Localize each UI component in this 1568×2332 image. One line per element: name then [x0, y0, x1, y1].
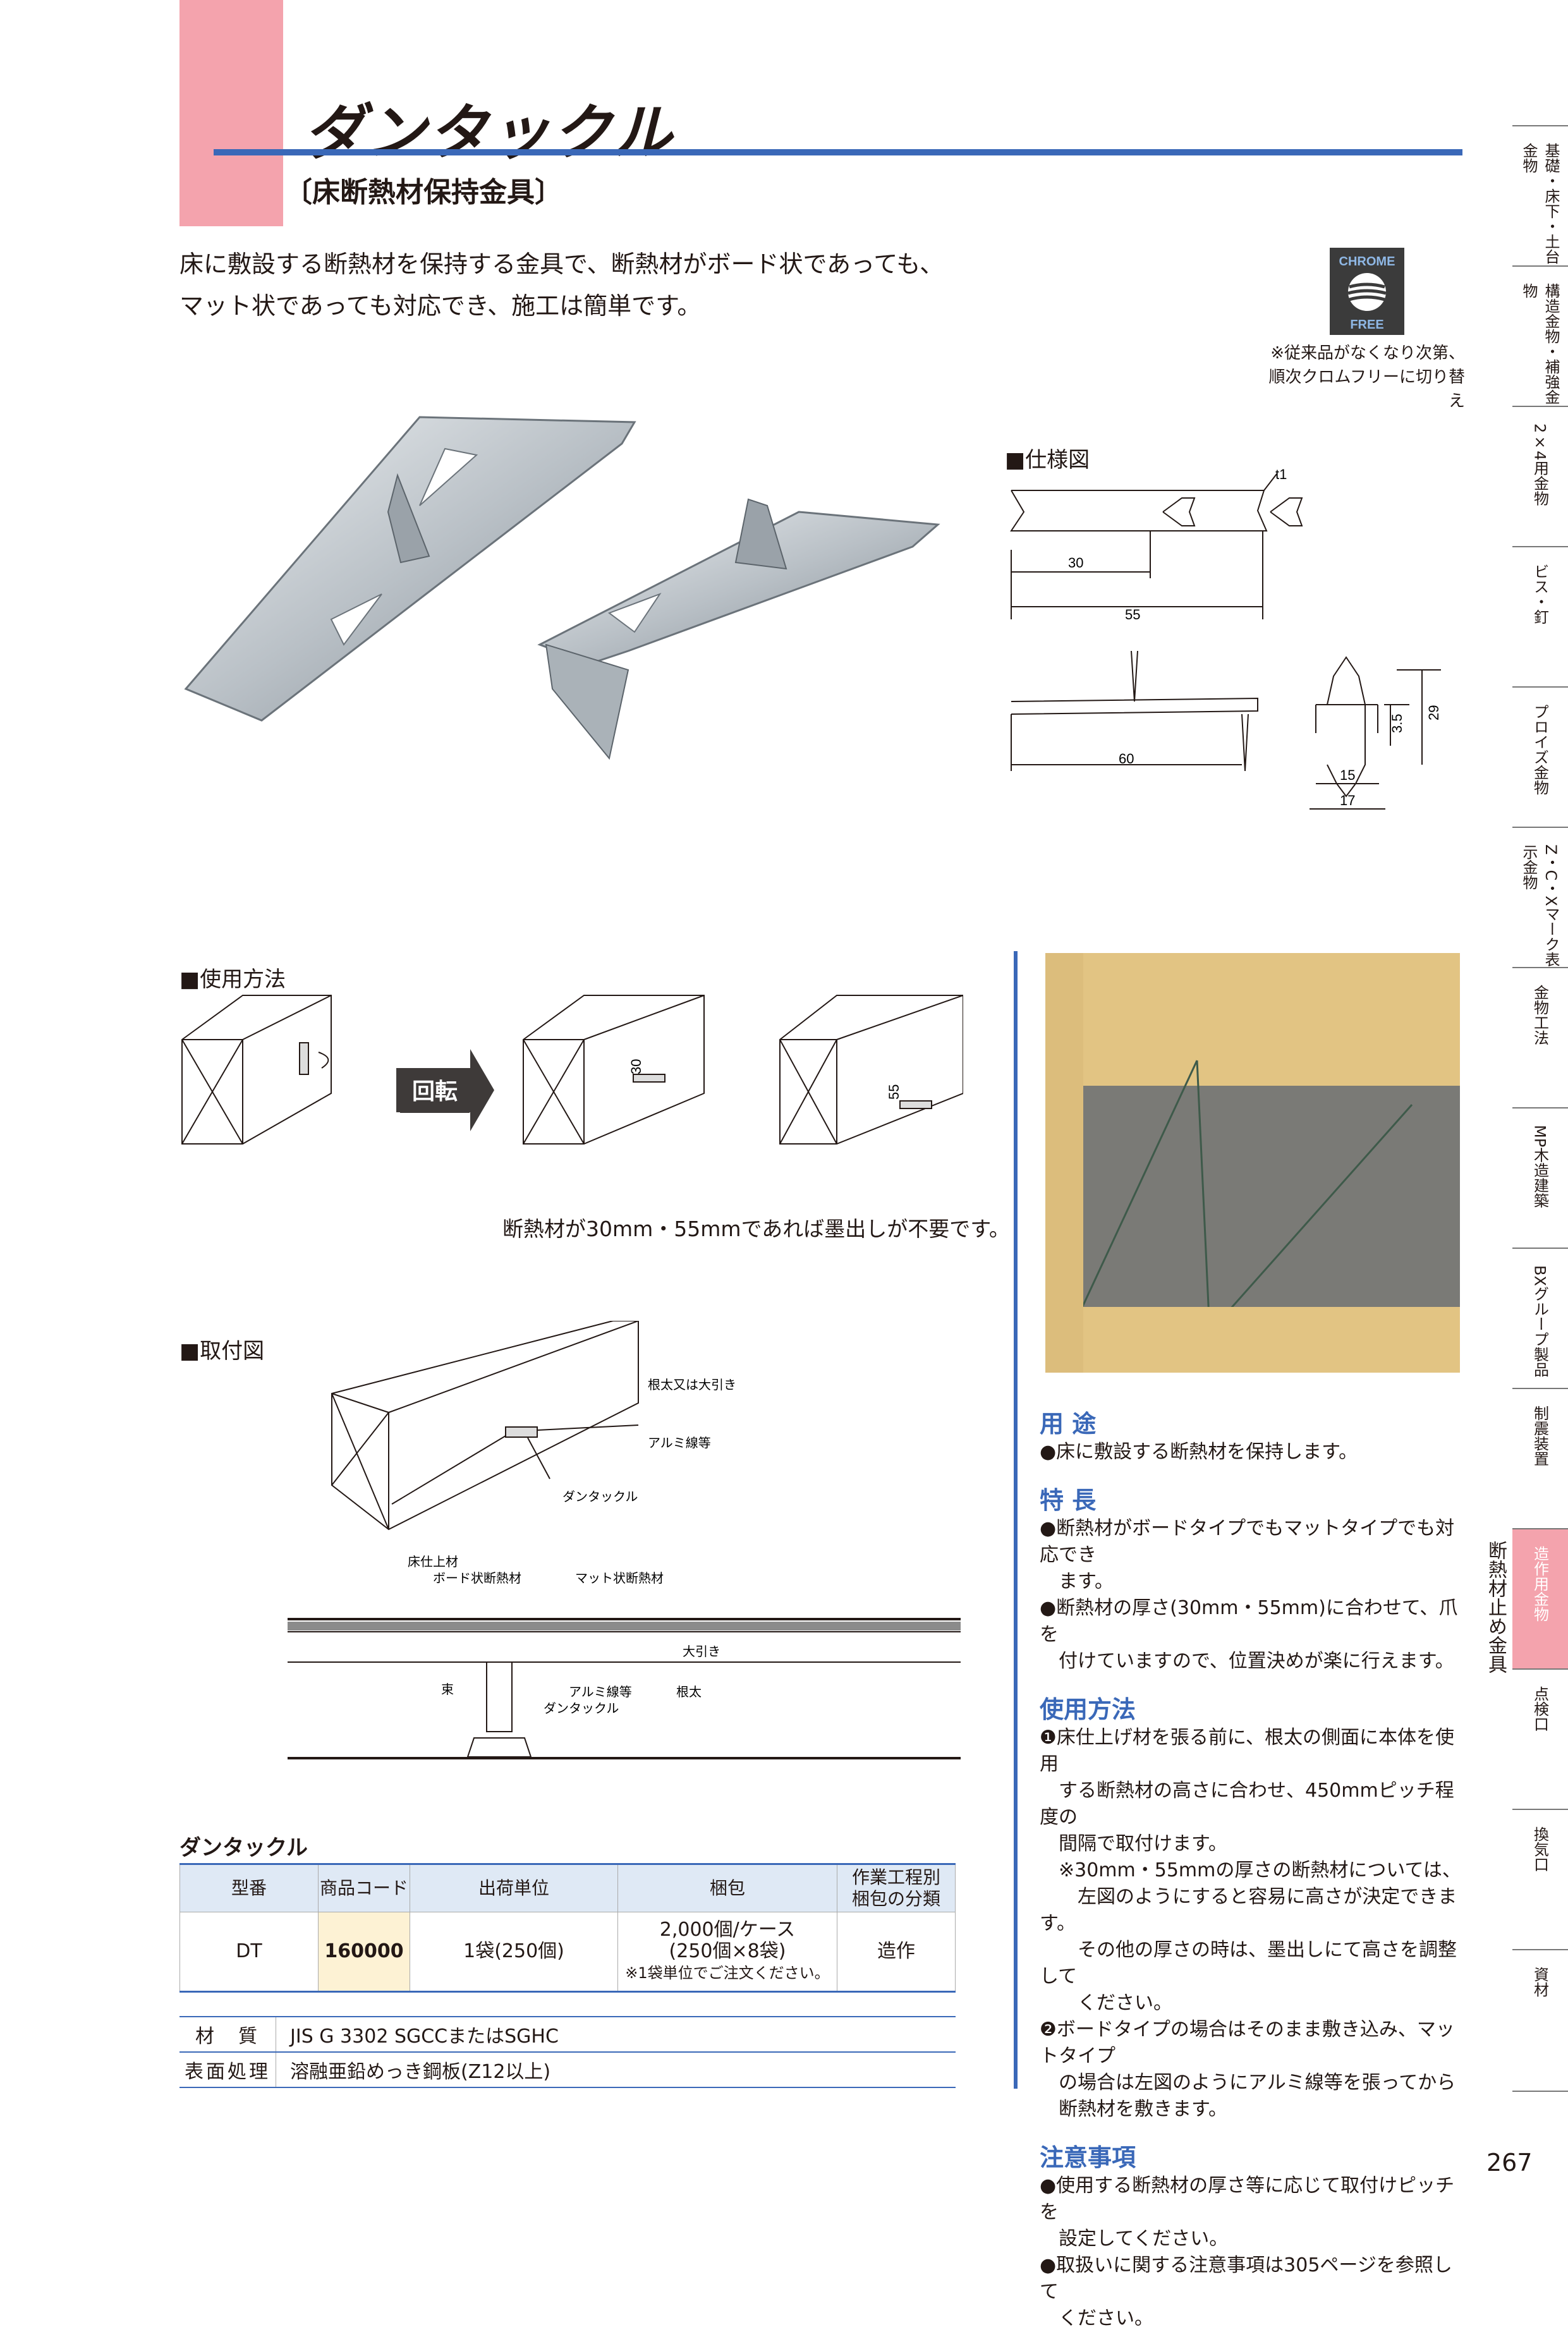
mount-label-beam: 大引き [683, 1644, 720, 1659]
spec-dim-60: 60 [1119, 751, 1134, 767]
tab-2x4[interactable]: 2×4用金物 [1512, 406, 1568, 547]
material-label: 材 質 [179, 2016, 276, 2053]
material-value: JIS G 3302 SGCCまたはSGHC [276, 2016, 956, 2053]
cell-class: 造作 [837, 1912, 956, 1993]
spec-dim-15: 15 [1340, 767, 1355, 783]
cell-unit: 1袋(250個) [410, 1912, 618, 1993]
tab-hardware-method[interactable]: 金物工法 [1512, 967, 1568, 1108]
tab-mp[interactable]: MP木造建築 [1512, 1107, 1568, 1249]
surface-label: 表面処理 [179, 2051, 276, 2088]
product-table: 型番 商品コード 出荷単位 梱包 作業工程別梱包の分類 DT 160000 1袋… [179, 1863, 956, 1993]
category-side-label: 断熱材止め金具 [1485, 1541, 1507, 1673]
col-pack: 梱包 [617, 1863, 837, 1912]
header-accent-block [179, 0, 283, 226]
chrome-free-note: ※従来品がなくなり次第、 順次クロムフリーに切り替え [1268, 344, 1465, 411]
spec-dim-t: t1 [1275, 468, 1287, 482]
chrome-badge-bottom: FREE [1350, 318, 1383, 332]
spec-dim-3.5: 3.5 [1389, 714, 1405, 733]
mount-label-mat: マット状断熱材 [575, 1571, 664, 1586]
tab-structural[interactable]: 構造金物・補強金物 [1512, 265, 1568, 407]
tab-zcx[interactable]: Z・C・Xマーク表示金物 [1512, 827, 1568, 968]
cell-code: 160000 [318, 1912, 410, 1993]
rotate-label: 回転 [400, 1071, 470, 1113]
intro-line: 床に敷設する断熱材を保持する金具で、断熱材がボード状であっても、 [179, 250, 944, 278]
mount-label-wire2: アルミ線等 [569, 1685, 632, 1699]
col-model: 型番 [179, 1863, 319, 1912]
spec-dim-30: 30 [1068, 555, 1083, 571]
feature-heading: 特 長 [1040, 1486, 1097, 1514]
mount-label-board: ボード状断熱材 [433, 1571, 521, 1586]
column-divider [1014, 951, 1018, 2089]
mount-label-joist2: 根太 [676, 1685, 702, 1699]
usage-note: 断熱材が30mm・55mmであれば墨出しが不要です。 [502, 1217, 1010, 1241]
spec-dim-55: 55 [1125, 607, 1140, 622]
tab-vent[interactable]: 換気口 [1512, 1809, 1568, 1950]
title-underline [214, 149, 1462, 155]
usage-dim-55: 55 [886, 1084, 902, 1100]
table-row: DT 160000 1袋(250個) 2,000個/ケース (250個×8袋) … [179, 1912, 956, 1993]
mount-label-post: 束 [441, 1682, 454, 1697]
material-table: 材 質 JIS G 3302 SGCCまたはSGHC 表面処理 溶融亜鉛めっき鋼… [179, 2016, 956, 2088]
usage-dim-30: 30 [628, 1059, 644, 1074]
col-class: 作業工程別梱包の分類 [837, 1863, 956, 1912]
spec-dim-29: 29 [1426, 705, 1442, 720]
tab-damper[interactable]: 制震装置 [1512, 1388, 1568, 1529]
spec-drawing: t1 30 55 60 3.5 29 15 17 [1010, 468, 1442, 810]
page-title: ダンタックル [303, 97, 674, 168]
how-to-heading: 使用方法 [1040, 1696, 1136, 1723]
surface-value: 溶融亜鉛めっき鋼板(Z12以上) [276, 2051, 956, 2088]
product-photo [184, 416, 940, 760]
spec-dim-17: 17 [1340, 793, 1355, 808]
table-row: 表面処理 溶融亜鉛めっき鋼板(Z12以上) [179, 2051, 956, 2088]
spec-heading: ■仕様図 [1005, 447, 1090, 473]
page-number: 267 [1486, 2149, 1533, 2177]
caution-heading: 注意事項 [1040, 2144, 1136, 2171]
tab-foundation[interactable]: 基礎・床下・土台金物 [1512, 125, 1568, 267]
tab-finishing[interactable]: 造作用金物 [1512, 1528, 1568, 1670]
tab-inspection[interactable]: 点検口 [1512, 1668, 1568, 1810]
tab-materials[interactable]: 資材 [1512, 1949, 1568, 2092]
cell-pack: 2,000個/ケース (250個×8袋) ※1袋単位でご注文ください。 [617, 1912, 837, 1993]
installation-photo [1045, 953, 1460, 1373]
mount-diagram: 根太又は大引き アルミ線等 ダンタックル 床仕上材 ボード状断熱材 マット状断熱… [288, 1321, 961, 1759]
table-row: 材 質 JIS G 3302 SGCCまたはSGHC [179, 2016, 956, 2053]
right-column-text: 用 途 ●床に敷設する断熱材を保持します。 特 長 ●断熱材がボードタイプでもマ… [1040, 1404, 1469, 2332]
usage-diagram: 30 55 [181, 995, 963, 1145]
mount-label-joist: 根太又は大引き [648, 1378, 736, 1392]
usage-heading: ■使用方法 [179, 967, 286, 992]
mount-label-wire: アルミ線等 [648, 1436, 711, 1450]
mount-label-product: ダンタックル [562, 1490, 638, 1504]
product-table-title: ダンタックル [179, 1835, 308, 1861]
col-unit: 出荷単位 [410, 1863, 618, 1912]
tab-screws[interactable]: ビス・釘 [1512, 546, 1568, 688]
chrome-free-badge: CHROME FREE [1330, 248, 1404, 335]
use-text: ●床に敷設する断熱材を保持します。 [1040, 1441, 1358, 1463]
use-heading: 用 途 [1040, 1410, 1097, 1438]
chrome-badge-top: CHROME [1339, 255, 1395, 269]
mount-label-product2: ダンタックル [544, 1701, 619, 1716]
cell-model: DT [179, 1912, 319, 1993]
tab-prois[interactable]: プロイズ金物 [1512, 686, 1568, 828]
col-code: 商品コード [318, 1863, 410, 1912]
mount-label-floor: 床仕上材 [408, 1555, 458, 1569]
intro-line: マット状であっても対応でき、施工は簡単です。 [179, 292, 702, 320]
mount-heading: ■取付図 [179, 1339, 265, 1364]
tab-bx[interactable]: BXグループ製品 [1512, 1248, 1568, 1389]
intro-text: 床に敷設する断熱材を保持する金具で、断熱材がボード状であっても、 マット状であっ… [179, 243, 944, 327]
page-subtitle: 〔床断熱材保持金具〕 [284, 176, 562, 209]
